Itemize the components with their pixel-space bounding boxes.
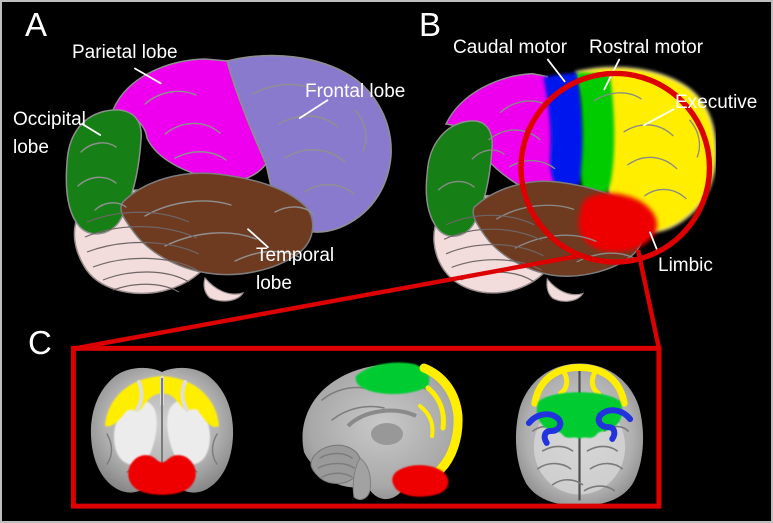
executive-overlay [531,364,628,407]
limbic-overlay [392,465,449,497]
mri-sagittal-slice [302,362,463,500]
zoom-funnel-line-left [74,252,584,351]
rostral-motor-region [577,72,615,207]
caudal-motor-label: Caudal motor [453,37,568,58]
frontal-lobe-label: Frontal lobe [305,81,406,102]
limbic-overlay [128,455,196,495]
brainstem [352,457,371,500]
occipital-lobe-label-line1: Occipital [13,109,86,130]
mri-coronal-slice [90,367,234,495]
panel-b-brain-diagram [425,66,716,302]
caudal-motor-region [543,72,585,198]
executive-label: Executive [675,92,758,113]
temporal-lobe-label-line1: Temporal [256,245,335,266]
highlight-circle [518,70,713,265]
executive-overlay [105,376,219,427]
caudal-motor-pointer-line [546,58,566,83]
executive-pointer-line [643,108,675,126]
sulci-lines [77,83,367,262]
panel-a-letter: A [25,6,48,43]
occipital-lobe-label-line2: lobe [13,137,49,158]
caudal-motor-overlay [525,407,634,446]
limbic-pointer-line [649,231,659,253]
brainstem-flap [546,277,585,302]
corpus-callosum [346,408,417,428]
cerebellum-folia-lines [84,211,200,293]
frontal-pointer-line [298,99,329,119]
rostral-motor-label: Rostral motor [589,37,704,58]
occipital-pointer-line [81,123,102,136]
parietal-pointer-line [134,67,162,85]
zoom-funnel-line-right [635,249,662,349]
panel-c-letter: C [28,324,52,361]
brainstem-flap [203,276,245,302]
white-matter [113,399,211,465]
panel-b-letter: B [419,6,442,43]
parietal-lobe-label: Parietal lobe [72,42,178,63]
panel-a-brain-diagram [65,54,392,302]
mri-axial-slice [515,363,644,506]
temporal-lobe-label-line2: lobe [256,273,292,294]
sulci-lines [437,92,701,263]
zoom-target-box [70,345,662,509]
parietal-lobe-region [111,58,267,182]
rostral-motor-overlay [355,362,430,394]
temporal-lobe-region [120,172,314,276]
executive-overlay [418,363,463,475]
limbic-label: Limbic [658,255,713,276]
deep-gray-matter [371,423,403,445]
temporal-pointer-line [247,228,269,249]
limbic-region [578,193,658,253]
